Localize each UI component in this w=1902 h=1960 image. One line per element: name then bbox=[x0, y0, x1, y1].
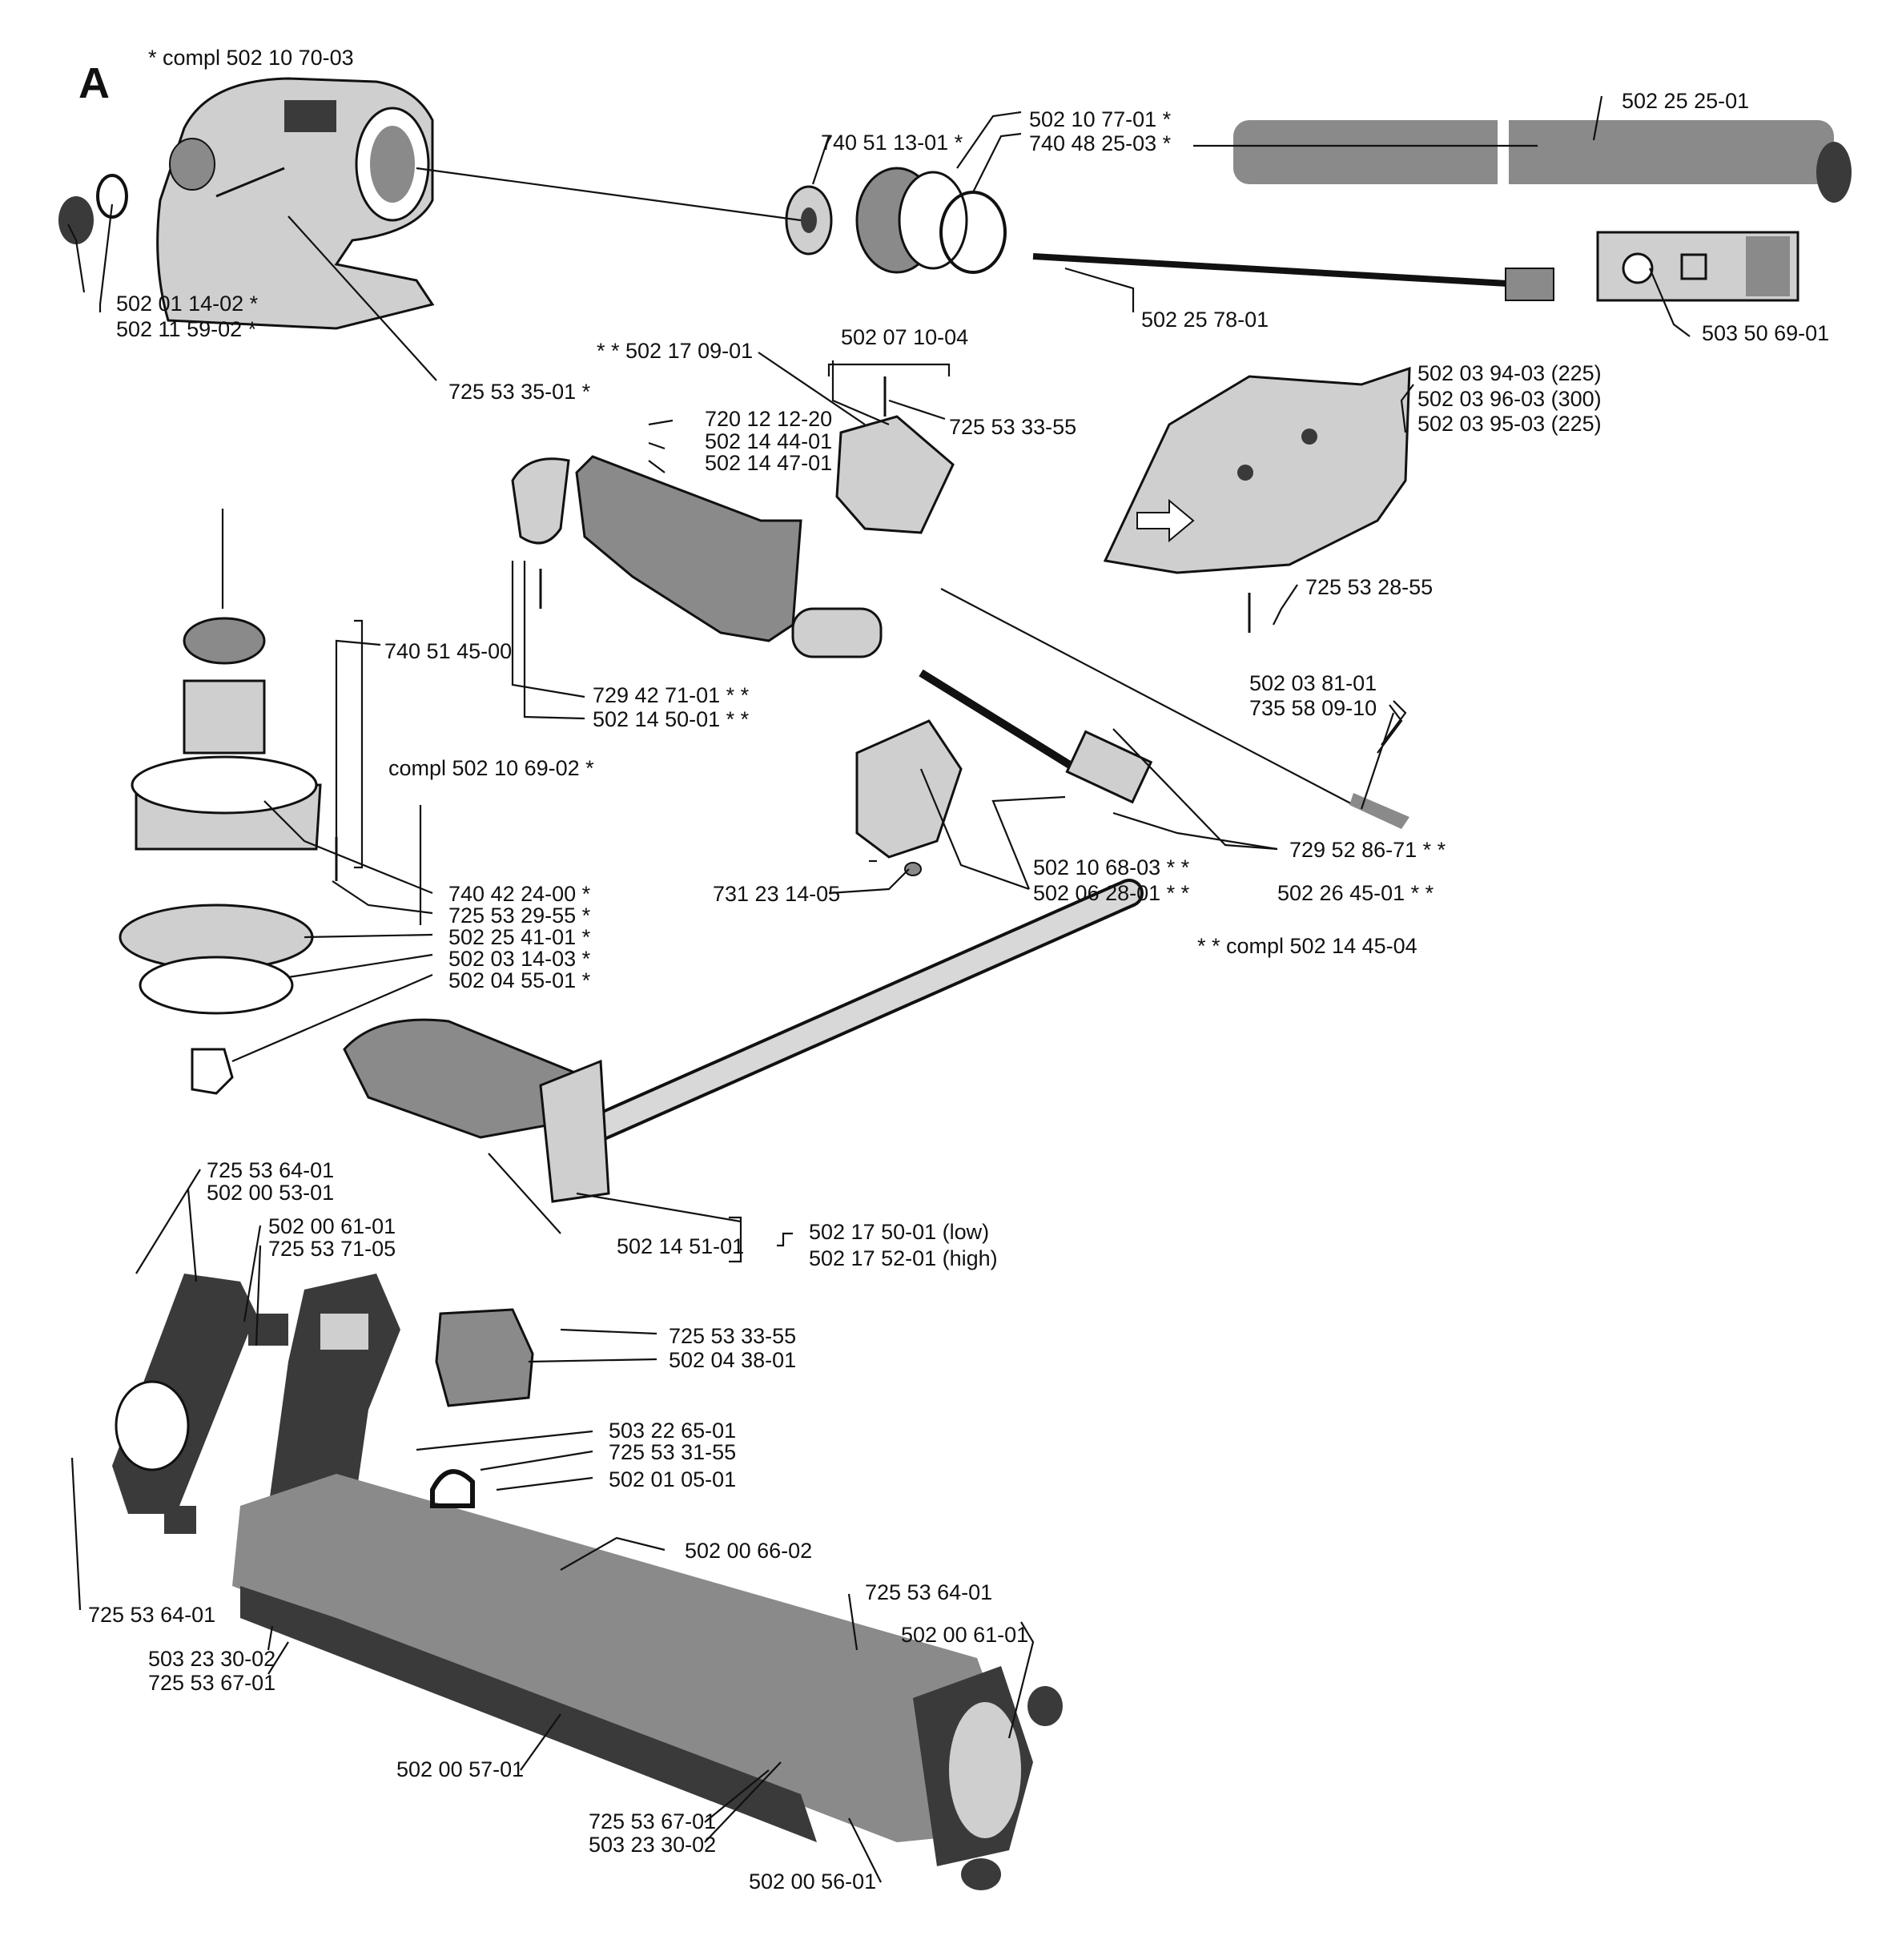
bearing-stack bbox=[119, 509, 338, 1095]
label-503-22-65-01: 503 22 65-01 bbox=[609, 1419, 736, 1443]
label-502-03-94-03: 502 03 94-03 (225) bbox=[1417, 361, 1602, 385]
label-502-03-81-01: 502 03 81-01 bbox=[1249, 671, 1377, 695]
label-compl-502-14-45-04: * * compl 502 14 45-04 bbox=[1197, 934, 1417, 958]
decal-label bbox=[1596, 231, 1799, 302]
small-housing bbox=[855, 719, 963, 876]
gear-head-housing bbox=[156, 77, 435, 330]
label-729-42-71-01: 729 42 71-01 * * bbox=[593, 683, 750, 707]
label-502-00-57-01: 502 00 57-01 bbox=[396, 1757, 524, 1781]
handle-grip bbox=[511, 455, 883, 658]
label-740-51-45-00: 740 51 45-00 bbox=[384, 639, 512, 663]
label-729-52-86-71: 729 52 86-71 * * bbox=[1289, 838, 1446, 862]
label-740-48-25-03: 740 48 25-03 * bbox=[1029, 131, 1172, 155]
blade-guard bbox=[1103, 366, 1411, 633]
main-boom bbox=[232, 1469, 1063, 1890]
label-720-12-12-20: 720 12 12-20 bbox=[705, 407, 832, 431]
label-502-03-14-03: 502 03 14-03 * bbox=[448, 947, 591, 971]
label-725-53-35-01: 725 53 35-01 * bbox=[448, 380, 591, 404]
label-731-23-14-05: 731 23 14-05 bbox=[713, 882, 840, 906]
label-502-00-61-01-a: 502 00 61-01 bbox=[268, 1214, 396, 1238]
label-725-53-64-01-a: 725 53 64-01 bbox=[207, 1158, 334, 1182]
label-725-53-29-55: 725 53 29-55 * bbox=[448, 904, 591, 928]
label-502-00-53-01: 502 00 53-01 bbox=[207, 1181, 334, 1205]
label-735-58-09-10: 735 58 09-10 bbox=[1249, 696, 1377, 720]
label-502-04-38-01: 502 04 38-01 bbox=[669, 1348, 796, 1372]
label-502-00-61-01-b: 502 00 61-01 bbox=[901, 1623, 1028, 1647]
label-503-23-30-02-a: 503 23 30-02 bbox=[148, 1647, 275, 1671]
drive-shaft bbox=[1032, 253, 1554, 301]
label-502-17-52-01: 502 17 52-01 (high) bbox=[809, 1246, 998, 1270]
label-502-10-68-03: 502 10 68-03 * * bbox=[1033, 855, 1190, 879]
label-502-01-14-02: 502 01 14-02 * bbox=[116, 292, 259, 316]
section-letter: A bbox=[78, 59, 110, 107]
label-502-00-66-02: 502 00 66-02 bbox=[685, 1539, 812, 1563]
label-502-00-56-01: 502 00 56-01 bbox=[749, 1869, 876, 1894]
leader-lines bbox=[67, 95, 1691, 1883]
label-740-42-24-00: 740 42 24-00 * bbox=[448, 882, 591, 906]
label-502-25-41-01: 502 25 41-01 * bbox=[448, 925, 591, 949]
label-502-25-25-01: 502 25 25-01 bbox=[1622, 89, 1749, 113]
label-502-03-96-03: 502 03 96-03 (300) bbox=[1417, 387, 1602, 411]
label-502-06-28-01: 502 06 28-01 * * bbox=[1033, 881, 1190, 905]
label-502-10-77-01: 502 10 77-01 * bbox=[1029, 107, 1172, 131]
label-503-23-30-02-b: 503 23 30-02 bbox=[589, 1833, 716, 1857]
seal-ring-set bbox=[785, 167, 1007, 274]
label-725-53-71-05: 725 53 71-05 bbox=[268, 1237, 396, 1261]
label-502-04-55-01: 502 04 55-01 * bbox=[448, 968, 591, 992]
label-502-14-51-01: 502 14 51-01 bbox=[617, 1234, 744, 1258]
label-502-17-09-01: * * 502 17 09-01 bbox=[597, 339, 753, 363]
label-502-25-78-01: 502 25 78-01 bbox=[1141, 308, 1269, 332]
label-725-53-64-01-c: 725 53 64-01 bbox=[88, 1603, 215, 1627]
label-502-14-50-01: 502 14 50-01 * * bbox=[593, 707, 750, 731]
label-725-53-33-55-a: 725 53 33-55 bbox=[949, 415, 1076, 439]
clamp-arm bbox=[112, 1274, 288, 1534]
clamp-block bbox=[435, 1308, 534, 1407]
loop-handle-bar bbox=[343, 879, 1144, 1203]
label-compl-502-10-69-02: compl 502 10 69-02 * bbox=[388, 756, 594, 780]
label-725-53-31-55: 725 53 31-55 bbox=[609, 1440, 736, 1464]
label-503-50-69-01: 503 50 69-01 bbox=[1702, 321, 1829, 345]
label-502-17-50-01: 502 17 50-01 (low) bbox=[809, 1220, 989, 1244]
label-725-53-67-01-a: 725 53 67-01 bbox=[148, 1671, 275, 1695]
label-740-51-13-01: 740 51 13-01 * bbox=[821, 131, 963, 155]
label-502-26-45-01: 502 26 45-01 * * bbox=[1277, 881, 1434, 905]
plug-screw bbox=[58, 174, 128, 244]
label-502-07-10-04: 502 07 10-04 bbox=[841, 325, 968, 349]
label-compl-502-10-70-03: * compl 502 10 70-03 bbox=[148, 46, 354, 70]
mount-bracket bbox=[264, 1274, 400, 1538]
label-502-01-05-01: 502 01 05-01 bbox=[609, 1467, 736, 1491]
clamp-bracket bbox=[835, 376, 955, 534]
label-725-53-28-55: 725 53 28-55 bbox=[1305, 575, 1433, 599]
label-502-03-95-03: 502 03 95-03 (225) bbox=[1417, 412, 1602, 436]
grouping-brackets bbox=[354, 363, 1407, 1263]
label-502-11-59-02: 502 11 59-02 * bbox=[116, 317, 257, 341]
label-502-14-44-01: 502 14 44-01 bbox=[705, 429, 832, 453]
drive-tube bbox=[1233, 112, 1852, 203]
label-502-14-47-01: 502 14 47-01 bbox=[705, 451, 832, 475]
label-725-53-33-55-b: 725 53 33-55 bbox=[669, 1324, 796, 1348]
label-725-53-67-01-b: 725 53 67-01 bbox=[589, 1809, 716, 1833]
label-725-53-64-01-b: 725 53 64-01 bbox=[865, 1580, 992, 1604]
